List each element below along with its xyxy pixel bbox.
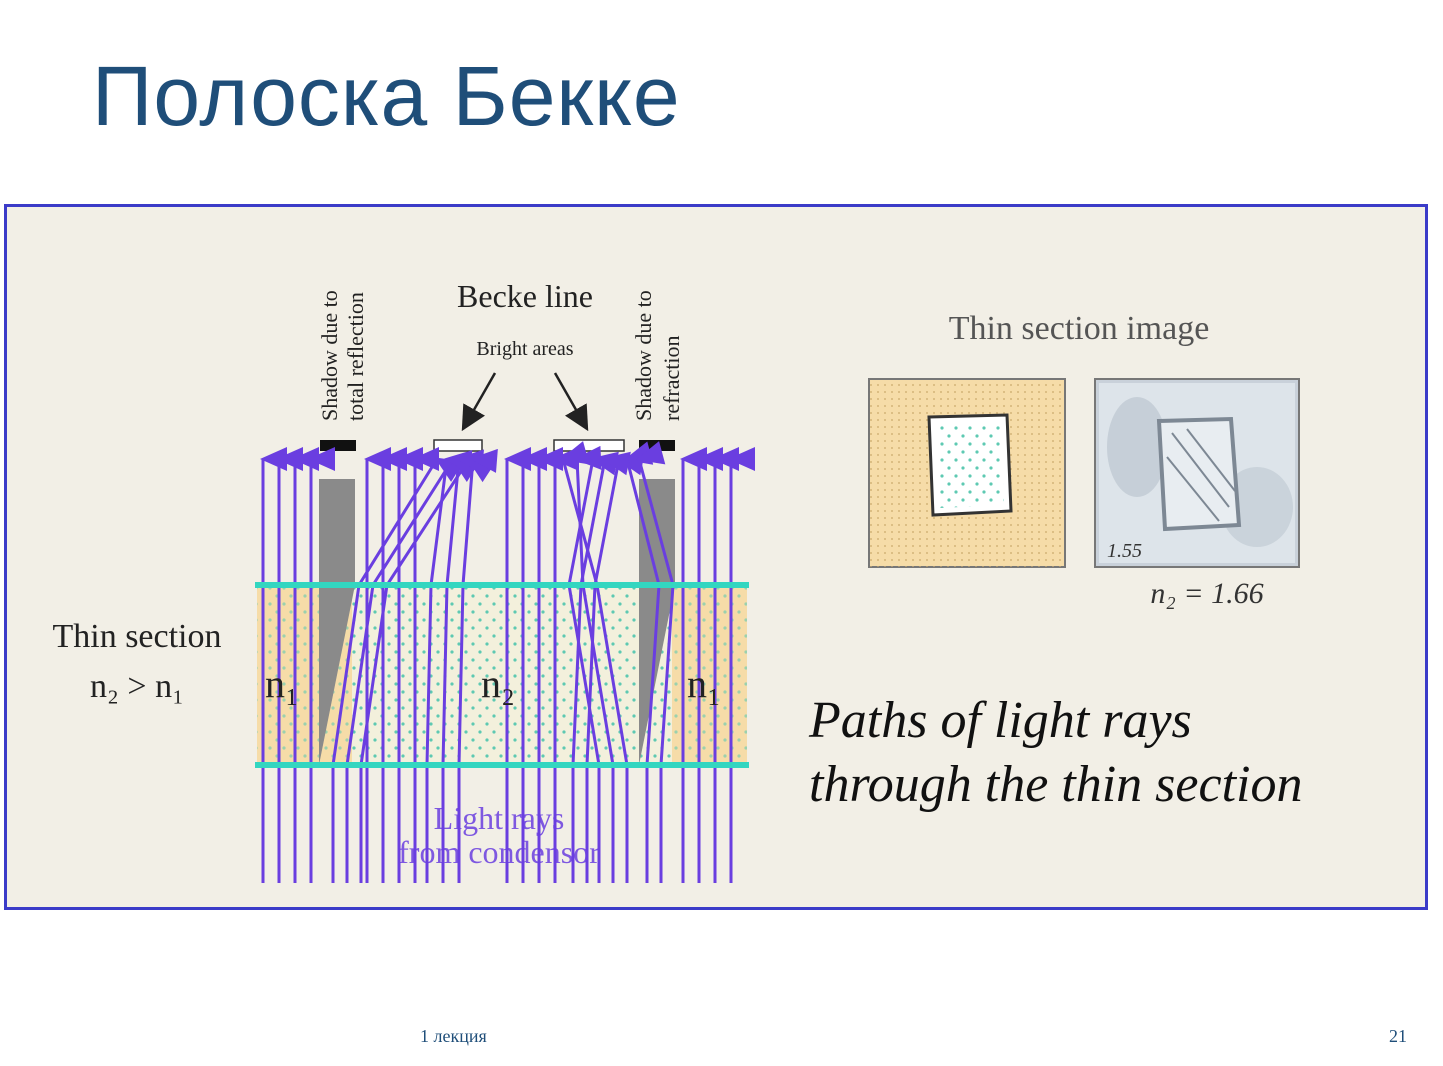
light-ray (359, 457, 496, 883)
light-ray (425, 450, 473, 883)
label-n2-value: n₂ = 1.66 (1150, 577, 1263, 610)
label-bright-areas: Bright areas (476, 338, 573, 360)
schematic-thin-section-image (868, 378, 1066, 568)
label-shadow-refraction-2: refraction (659, 336, 684, 422)
label-light-rays-1: Light rays (434, 800, 565, 836)
light-ray (624, 441, 661, 883)
caption-line-1: Paths of light rays (808, 692, 1192, 749)
light-ray (571, 451, 631, 883)
shadow-total-reflection (319, 479, 355, 765)
becke-line-figure: Shadow due to total reflection Becke lin… (4, 204, 1428, 910)
page-number: 21 (1389, 1026, 1407, 1046)
bright-area-left (433, 439, 483, 452)
light-ray (331, 457, 464, 883)
bright-area-right (553, 439, 625, 452)
label-n2-center: n₂ (481, 661, 515, 706)
shadow-marker-right (639, 440, 675, 451)
figure-canvas: Shadow due to total reflection Becke lin… (52, 278, 1302, 883)
slide-title: Полоска Бекке (92, 49, 681, 143)
light-rays (260, 441, 755, 883)
pointer-left (461, 372, 497, 432)
label-n1-left: n₁ (265, 661, 299, 706)
label-n2-gt-n1: n₂ > n₁ (90, 668, 184, 705)
label-becke-line: Becke line (457, 278, 593, 314)
label-shadow-refraction-1: Shadow due to (631, 290, 656, 421)
label-thin-section: Thin section (52, 618, 221, 655)
footer-label: 1 лекция (420, 1026, 487, 1046)
light-ray (345, 457, 480, 883)
caption-line-2: through the thin section (809, 756, 1302, 813)
label-n1-right: n₁ (687, 661, 721, 706)
label-shadow-total-1: Shadow due to (317, 290, 342, 421)
label-thin-section-image: Thin section image (949, 310, 1210, 347)
light-ray (441, 449, 485, 883)
light-ray (585, 451, 645, 883)
photo-thin-section-image (1094, 378, 1300, 568)
shadow-marker-left (320, 440, 356, 451)
label-n1-value: 1.55 (1107, 540, 1142, 562)
label-light-rays-2: from condensor (398, 834, 600, 870)
light-ray (457, 448, 498, 883)
label-shadow-total-2: total reflection (343, 292, 368, 421)
light-ray (567, 451, 619, 883)
n2-region-dots (352, 585, 672, 765)
light-ray (636, 441, 675, 883)
pointer-right (553, 372, 589, 432)
